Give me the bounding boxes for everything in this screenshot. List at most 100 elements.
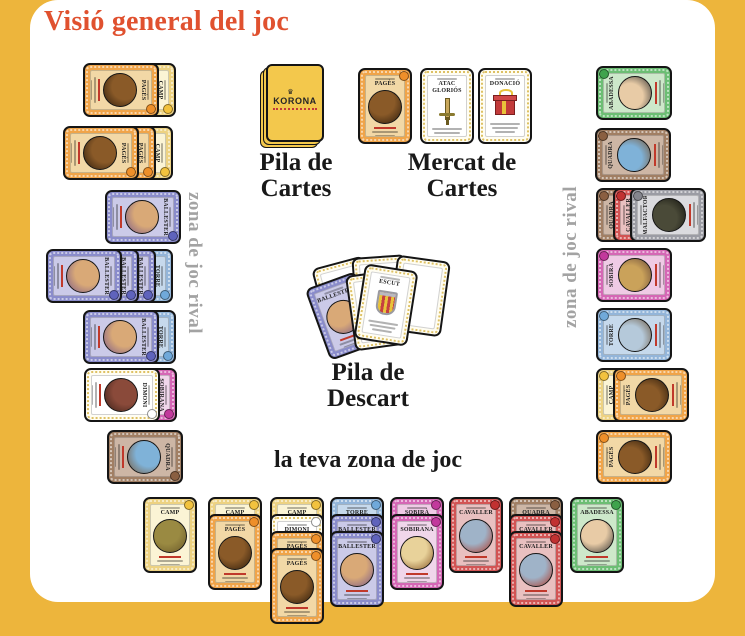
- card-pages[interactable]: PAGÈS: [613, 368, 689, 422]
- card-title: CAVALLER: [459, 510, 493, 516]
- card-cost-badge: [160, 167, 170, 177]
- card-donacio[interactable]: DONACIÓ: [478, 68, 532, 144]
- card-sobira[interactable]: SOBIRÀ: [596, 248, 672, 302]
- card-microtext: [623, 384, 625, 406]
- card-ballester[interactable]: BALLESTER: [46, 249, 122, 303]
- card-portrait: [127, 440, 162, 474]
- card-cost-badge: [371, 500, 381, 510]
- card-quadra[interactable]: QUADRA: [595, 128, 671, 182]
- card-text-line: [657, 141, 660, 169]
- card-cost-badge: [146, 104, 156, 114]
- card-microtext: [286, 558, 308, 560]
- card-accent-line: [120, 205, 123, 229]
- card-torre[interactable]: TORRE: [596, 308, 672, 362]
- card-accent-line: [285, 606, 309, 609]
- market-label-line2: Cartes: [426, 175, 498, 202]
- card-text-line: [283, 610, 311, 613]
- card-portrait: [104, 378, 139, 412]
- card-text-line: [462, 559, 490, 562]
- card-microtext: [374, 78, 396, 80]
- card-title: BALLESTER: [338, 544, 376, 550]
- card-ballester[interactable]: BALLESTER: [330, 531, 384, 607]
- card-accent-line: [99, 383, 102, 407]
- card-text-line: [403, 576, 431, 579]
- card-sobirana[interactable]: SOBIRANA: [390, 514, 444, 590]
- card-face: PAGÈS: [603, 437, 665, 477]
- card-quadra[interactable]: QUADRA: [107, 430, 183, 484]
- card-pages[interactable]: PAGÈS: [83, 63, 159, 117]
- card-cost-badge: [163, 104, 173, 114]
- card-portrait: [580, 518, 614, 553]
- card-microtext: [640, 204, 642, 226]
- draw-pile-deck[interactable]: KORONA: [266, 64, 324, 142]
- card-pages[interactable]: PAGÈS: [358, 68, 412, 144]
- card-text-line: [662, 265, 665, 285]
- card-text-line: [160, 563, 180, 565]
- card-atac[interactable]: ATAC GLORIÓS: [420, 68, 474, 144]
- card-accent-line: [78, 141, 81, 165]
- discard-pile-label-line1: Pila de: [331, 359, 405, 386]
- card-title: BALLESTER: [140, 318, 146, 356]
- card-pages[interactable]: PAGÈS: [596, 430, 672, 484]
- card-text-line: [90, 327, 93, 347]
- card-title: QUADRA: [522, 510, 550, 516]
- card-title: TORRE: [345, 510, 369, 516]
- card-abadessa[interactable]: ABADESSA: [570, 497, 624, 573]
- card-text-line: [221, 576, 249, 579]
- card-cost-badge: [168, 231, 178, 241]
- card-accent-line: [654, 81, 657, 105]
- card-portrait: [519, 552, 553, 587]
- card-title: MALFACTOR: [643, 195, 649, 235]
- card-text-line: [94, 323, 97, 351]
- card-malfactor[interactable]: MALFACTOR: [630, 188, 706, 242]
- card-face: ABADESSA: [577, 504, 617, 566]
- card-title: PAGÈS: [140, 79, 146, 101]
- card-cost-badge: [143, 290, 153, 300]
- card-text-line: [347, 597, 367, 599]
- card-portrait: [103, 73, 138, 107]
- card-ballester[interactable]: BALLESTER: [83, 310, 159, 364]
- card-accent-line: [585, 555, 609, 558]
- sword-icon: [437, 98, 457, 126]
- card-pages[interactable]: PAGÈS: [208, 514, 262, 590]
- card-dimoni[interactable]: DIMONI: [84, 368, 160, 422]
- card-portrait: [400, 535, 434, 570]
- card-cavaller[interactable]: CAVALLER: [509, 531, 563, 607]
- card-cost-badge: [164, 409, 174, 419]
- card-pages[interactable]: PAGÈS: [63, 126, 139, 180]
- card-abadessa[interactable]: ABADESSA: [596, 66, 672, 120]
- your-zone-stack: ABADESSA: [570, 497, 624, 573]
- card-face: CAVALLER: [516, 538, 556, 600]
- card-cost-badge: [550, 500, 560, 510]
- card-text-line: [53, 266, 56, 286]
- card-ballester[interactable]: BALLESTER: [105, 190, 181, 244]
- card-cavaller[interactable]: CAVALLER: [449, 497, 503, 573]
- card-microtext: [224, 524, 246, 526]
- card-accent-line: [61, 264, 64, 288]
- card-microtext: [171, 446, 173, 468]
- card-microtext: [224, 507, 246, 509]
- card-camp[interactable]: CAMP: [143, 497, 197, 573]
- card-pages[interactable]: PAGÈS: [270, 548, 324, 624]
- card-microtext: [606, 446, 608, 468]
- card-text-line: [57, 262, 60, 290]
- card-microtext: [148, 384, 150, 406]
- card-microtext: [159, 507, 181, 509]
- card-accent-line: [654, 323, 657, 347]
- card-microtext: [606, 384, 608, 406]
- card-title: CAMP: [287, 510, 307, 516]
- card-text-line: [492, 127, 518, 129]
- card-cost-badge: [126, 167, 136, 177]
- card-text-line: [94, 76, 97, 104]
- card-face: ATAC GLORIÓS: [427, 75, 467, 137]
- card-portrait: [617, 440, 652, 474]
- card-face: PAGÈS: [365, 75, 405, 137]
- card-face: QUADRA: [602, 135, 664, 175]
- card-text-line: [116, 203, 119, 231]
- card-portrait: [125, 200, 160, 234]
- card-microtext: [605, 144, 607, 166]
